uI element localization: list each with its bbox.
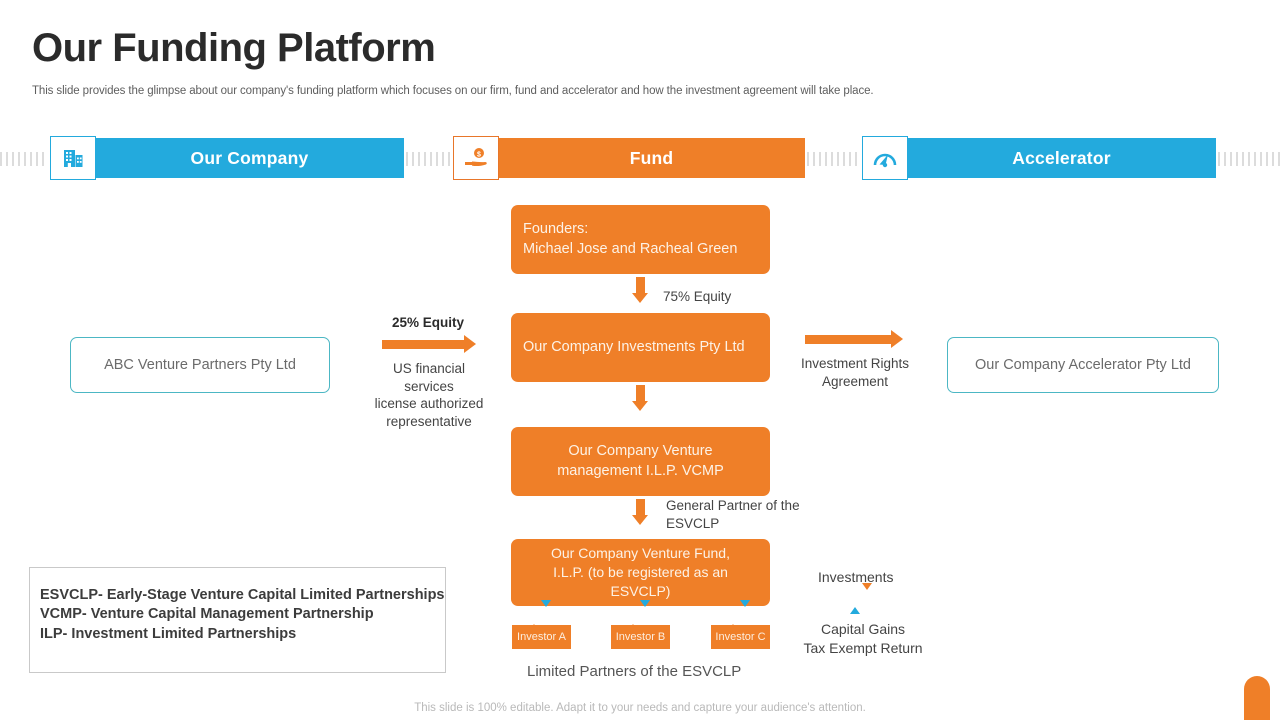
label-capital-gains: Capital Gains Tax Exempt Return — [803, 621, 923, 656]
arrow-down-founders-to-investments — [632, 277, 648, 303]
arrows-investor-a — [529, 600, 551, 631]
box-venture-fund-esvclp[interactable]: Our Company Venture Fund, I.L.P. (to be … — [511, 539, 770, 606]
dashed-rule-right — [1218, 152, 1280, 166]
arrow-right-equity — [382, 335, 476, 353]
legend-abbreviations: ESVCLP- Early-Stage Venture Capital Limi… — [29, 567, 446, 673]
dashed-rule-mid-1 — [406, 152, 452, 166]
arrow-up-icon — [529, 607, 539, 631]
box-our-company-investments[interactable]: Our Company Investments Pty Ltd — [511, 313, 770, 382]
label-75-equity: 75% Equity — [663, 289, 732, 304]
building-icon — [50, 136, 96, 180]
page-title: Our Funding Platform — [32, 26, 436, 70]
page-subtitle: This slide provides the glimpse about ou… — [32, 85, 874, 97]
dashed-rule-left — [0, 152, 48, 166]
label-investments: Investments — [818, 569, 894, 585]
label-investment-rights-agreement: Investment Rights Agreement — [800, 356, 910, 389]
box-founders[interactable]: Founders: Michael Jose and Racheal Green — [511, 205, 770, 274]
arrows-investments-returns — [850, 583, 872, 614]
investor-box-a[interactable]: Investor A — [512, 625, 571, 649]
arrow-down-icon — [640, 600, 650, 625]
arrow-up-icon — [728, 607, 738, 631]
arrow-down-icon — [740, 600, 750, 625]
arrows-investor-c — [728, 600, 750, 631]
arrow-right-investment-rights — [805, 330, 903, 348]
hand-holding-coin-icon: $ — [453, 136, 499, 180]
arrow-down-icon — [541, 600, 551, 625]
column-header-fund[interactable]: $ Fund — [453, 136, 805, 180]
arrow-up-icon — [628, 607, 638, 631]
label-us-financial-services: US financial services license authorized… — [374, 361, 484, 429]
column-header-label: Accelerator — [907, 138, 1216, 178]
column-header-label: Our Company — [95, 138, 404, 178]
speedometer-icon — [862, 136, 908, 180]
box-abc-venture-partners[interactable]: ABC Venture Partners Pty Ltd — [70, 337, 330, 393]
box-our-company-accelerator[interactable]: Our Company Accelerator Pty Ltd — [947, 337, 1219, 393]
label-25-equity: 25% Equity — [392, 315, 465, 330]
column-headers: Our Company $ Fund Acceler — [0, 136, 1280, 182]
label-general-partner: General Partner of the ESVCLP — [666, 498, 800, 531]
column-header-our-company[interactable]: Our Company — [50, 136, 404, 180]
svg-text:$: $ — [477, 152, 481, 159]
column-header-accelerator[interactable]: Accelerator — [862, 136, 1216, 180]
investor-box-b[interactable]: Investor B — [611, 625, 670, 649]
arrow-down-investments-to-vcmp — [632, 385, 648, 411]
box-venture-management-vcmp[interactable]: Our Company Venture management I.L.P. VC… — [511, 427, 770, 496]
footer-note: This slide is 100% editable. Adapt it to… — [414, 702, 866, 714]
arrow-down-vcmp-to-fund — [632, 499, 648, 525]
arrows-investor-b — [628, 600, 650, 631]
arrow-up-icon — [850, 590, 860, 614]
investor-box-c[interactable]: Investor C — [711, 625, 770, 649]
corner-decoration — [1244, 676, 1270, 720]
label-limited-partners: Limited Partners of the ESVCLP — [527, 663, 742, 680]
column-header-label: Fund — [498, 138, 805, 178]
dashed-rule-mid-2 — [807, 152, 861, 166]
arrow-down-icon — [862, 583, 872, 608]
